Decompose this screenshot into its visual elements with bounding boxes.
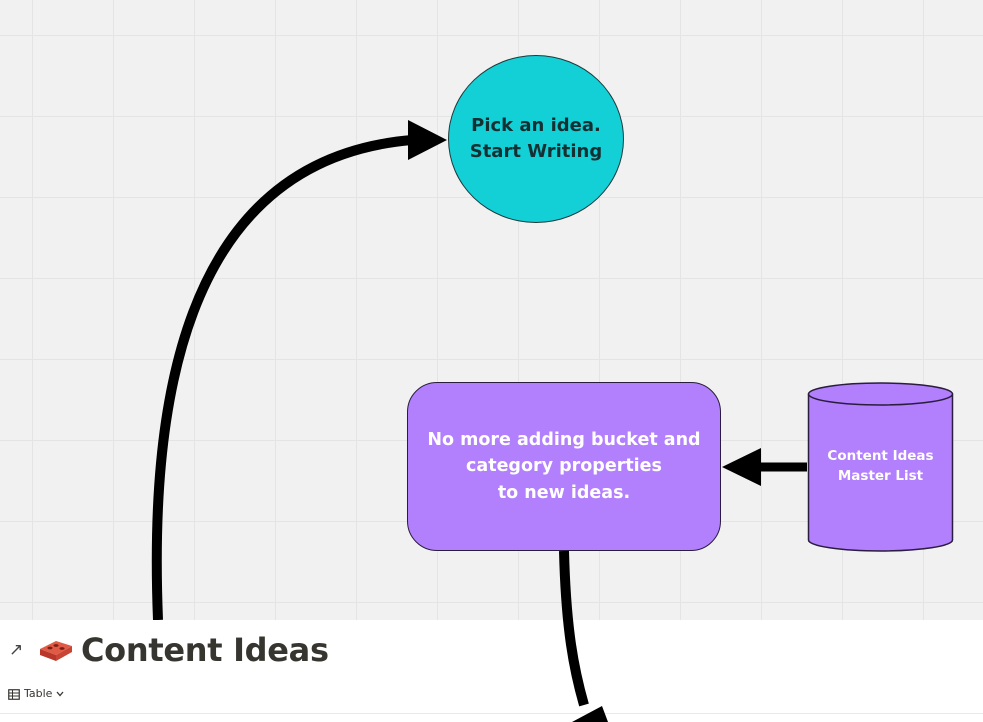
database-title[interactable]: Content Ideas (81, 631, 329, 669)
whiteboard-canvas[interactable]: Pick an idea. Start Writing No more addi… (0, 0, 983, 620)
view-tab-label: Table (24, 687, 53, 700)
content-ideas-database-cylinder[interactable]: Content Ideas Master List (807, 382, 954, 552)
open-linked-database-icon[interactable]: ↗ (9, 640, 24, 660)
linked-database-panel (0, 620, 983, 722)
brick-icon (40, 641, 72, 661)
view-tab-table[interactable]: Table (8, 686, 64, 702)
connectors-layer (151, 120, 807, 620)
no-more-properties-label: No more adding bucket and category prope… (427, 429, 701, 503)
start-writing-label: Pick an idea. Start Writing (469, 115, 603, 162)
connector-to-circle-arrowhead (408, 120, 447, 160)
no-more-properties-box[interactable]: No more adding bucket and category prope… (407, 382, 721, 551)
cylinder-shape (807, 382, 954, 552)
table-icon (8, 688, 20, 700)
connector-to-circle[interactable] (151, 135, 413, 620)
start-writing-circle[interactable]: Pick an idea. Start Writing (448, 55, 624, 223)
chevron-down-icon (56, 691, 64, 697)
connector-db-to-process-arrowhead (722, 448, 761, 486)
content-ideas-master-list-label: Content Ideas Master List (827, 448, 934, 484)
view-divider (0, 713, 983, 714)
